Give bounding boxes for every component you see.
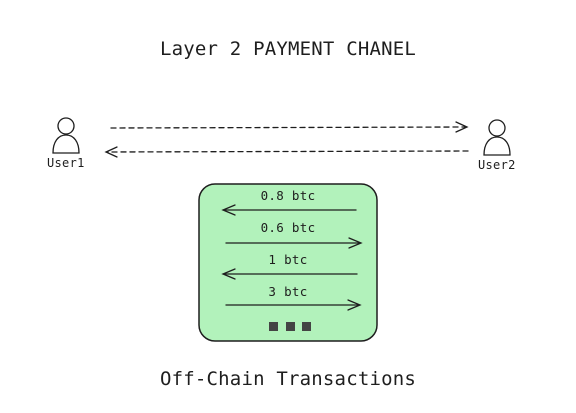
transaction-arrow-right — [225, 237, 363, 249]
transaction-amount-label: 1 btc — [268, 252, 308, 267]
transaction-arrow-left — [221, 268, 358, 280]
user1-person-icon — [52, 117, 80, 154]
diagram-caption: Off-Chain Transactions — [159, 368, 417, 390]
user1-label: User1 — [47, 156, 85, 170]
off-chain-box — [198, 183, 378, 342]
transaction-arrow-left — [221, 204, 357, 216]
transaction-amount-label: 0.6 btc — [260, 220, 316, 235]
diagram-title: Layer 2 PAYMENT CHANEL — [159, 38, 417, 60]
channel-arrow-to-user2 — [110, 121, 469, 133]
user2-label: User2 — [478, 158, 516, 172]
transaction-amount-label: 0.8 btc — [260, 188, 316, 203]
channel-arrow-to-user1 — [104, 146, 469, 158]
transaction-amount-label: 3 btc — [268, 284, 308, 299]
transaction-arrow-right — [225, 299, 362, 311]
more-transactions-ellipsis — [269, 322, 311, 331]
user2-person-icon — [483, 119, 511, 156]
